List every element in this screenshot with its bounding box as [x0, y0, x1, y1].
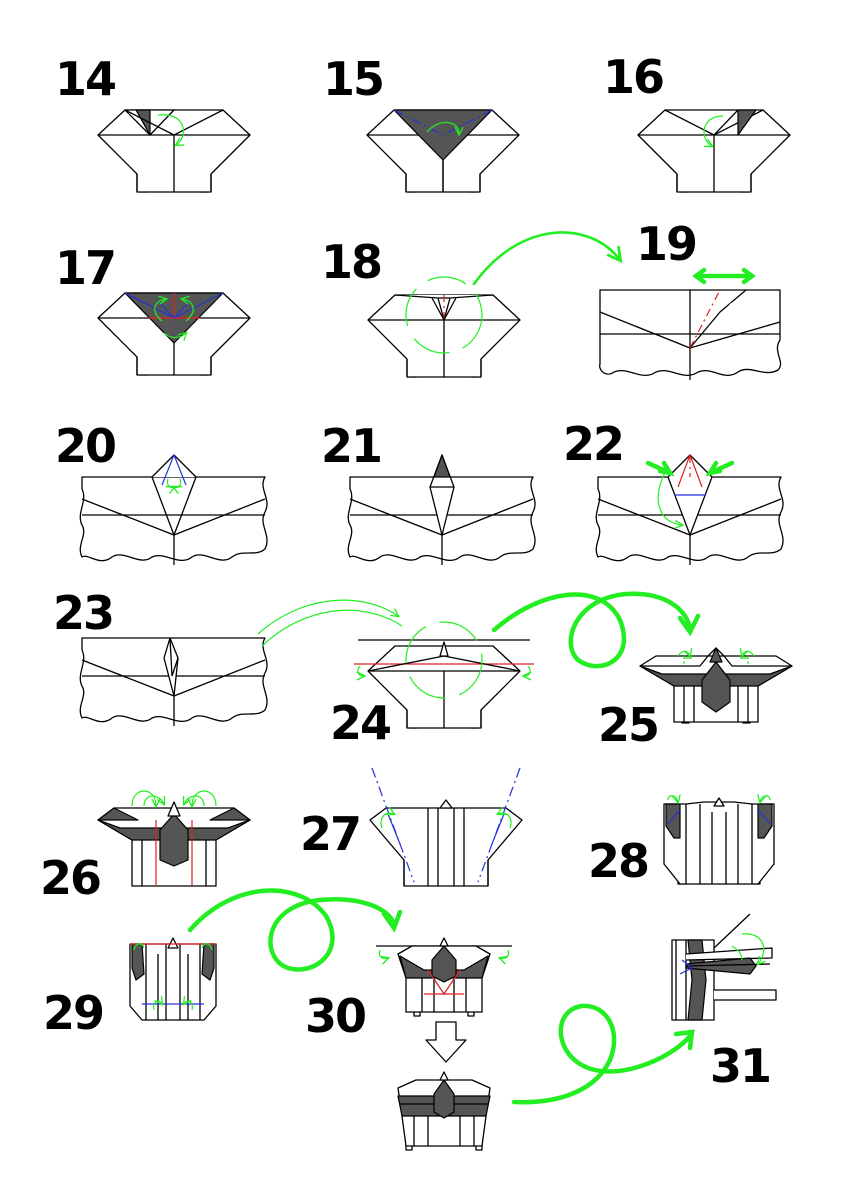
- step-label-25: 25: [598, 698, 658, 752]
- step-17-figure: [97, 292, 251, 376]
- step-25-figure: [639, 647, 793, 724]
- step-24-figure: [354, 621, 534, 729]
- transition-arrow-29-30: [187, 888, 397, 972]
- step-14-figure: [97, 109, 251, 193]
- transition-arrow-30-31: [511, 1003, 693, 1105]
- step-label-17: 17: [55, 241, 115, 295]
- step-29-figure: [129, 937, 217, 1021]
- step-label-23: 23: [53, 586, 113, 640]
- step-19-figure: [599, 267, 782, 380]
- transition-arrow-24-25: [491, 591, 693, 669]
- step-label-21: 21: [321, 419, 381, 473]
- step-label-18: 18: [321, 235, 381, 289]
- step-label-26: 26: [40, 851, 100, 905]
- step-23-figure: [79, 637, 268, 726]
- step-26-figure: [97, 790, 251, 887]
- step-label-20: 20: [55, 419, 115, 473]
- step-31-figure: [671, 913, 777, 1021]
- step-label-27: 27: [300, 807, 360, 861]
- step-20-figure: [79, 454, 268, 565]
- step-label-28: 28: [588, 834, 648, 888]
- step-label-31: 31: [710, 1039, 770, 1093]
- down-arrow-icon: [425, 1021, 467, 1063]
- step-27-figure: [369, 767, 523, 887]
- step-30-figure: [376, 937, 512, 1017]
- transition-arrow-23-24: [257, 599, 398, 635]
- step-15-figure: [366, 109, 520, 193]
- step-22-figure: [595, 454, 784, 565]
- transition-arrow-18-19: [472, 231, 623, 286]
- step-label-16: 16: [603, 50, 663, 104]
- step-label-14: 14: [55, 52, 115, 106]
- step-label-19: 19: [636, 217, 696, 271]
- step-label-24: 24: [330, 696, 390, 750]
- step-label-22: 22: [563, 417, 623, 471]
- step-label-29: 29: [43, 986, 103, 1040]
- step-21-figure: [347, 454, 536, 565]
- step-30-result-figure: [397, 1071, 491, 1151]
- step-label-30: 30: [305, 989, 365, 1043]
- step-18-figure: [367, 276, 521, 378]
- step-16-figure: [637, 109, 791, 193]
- step-28-figure: [663, 796, 775, 885]
- step-label-15: 15: [323, 52, 383, 106]
